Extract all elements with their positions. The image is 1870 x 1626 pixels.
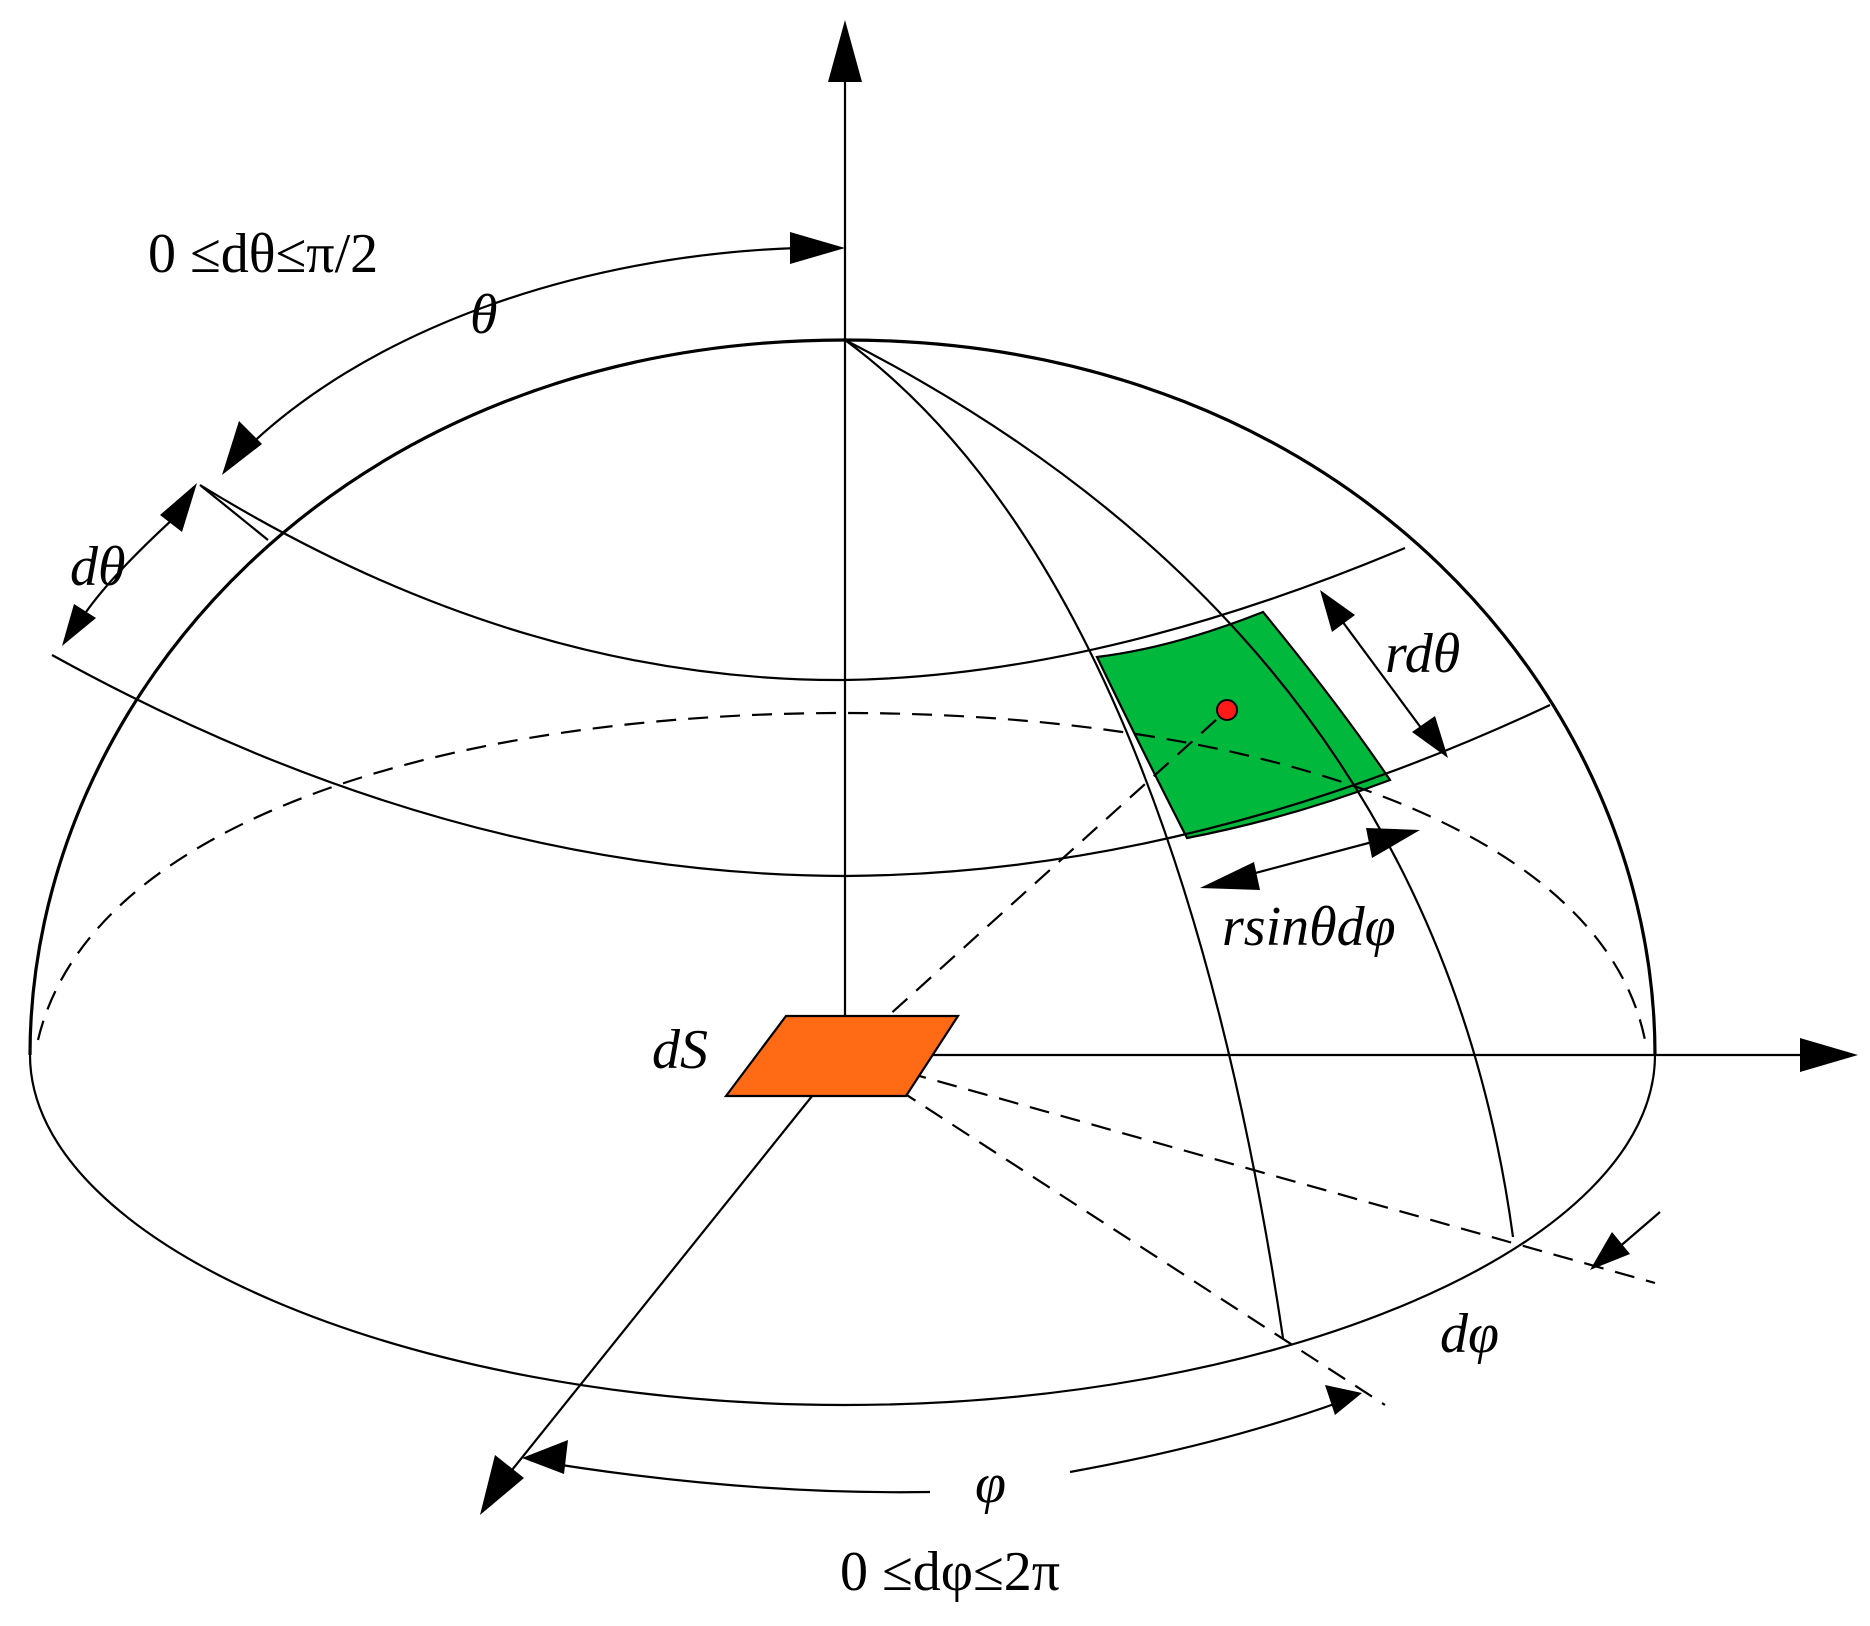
r-d-theta-dimension-line: [1327, 601, 1431, 741]
r-sin-theta-d-phi-arrowhead-left: [1200, 862, 1260, 890]
theta-arc-arrowhead-bottom: [222, 421, 262, 475]
d-phi-label: dφ: [1440, 1303, 1499, 1365]
phi-arc-arrowhead-right: [1325, 1385, 1362, 1415]
phi-arc-arrowhead-left: [522, 1440, 568, 1474]
surface-element-patch: [1095, 610, 1392, 840]
phi-label: φ: [975, 1453, 1006, 1515]
dashed-line-phi-2: [844, 1053, 1656, 1285]
d-theta-arrowhead-top: [160, 483, 197, 532]
dS-label: dS: [652, 1019, 708, 1081]
r-sin-theta-d-phi-label: rsinθdφ: [1222, 896, 1396, 958]
patch-center-point: [1216, 699, 1238, 721]
d-phi-arrowhead: [1590, 1232, 1630, 1270]
d-theta-label: dθ: [70, 536, 126, 598]
x-axis-arrowhead: [480, 1455, 524, 1515]
x-axis: [499, 1054, 846, 1486]
dashed-line-to-patch: [844, 709, 1228, 1056]
phi-arc-right: [1069, 1400, 1341, 1474]
d-theta-extension: [199, 484, 269, 541]
theta-arc-arrowhead-top: [790, 232, 845, 264]
dashed-line-phi-1: [844, 1054, 1386, 1406]
theta-range-label: 0 ≤dθ≤π/2: [148, 223, 378, 285]
meridian-line-2: [844, 339, 1515, 1238]
theta-arc: [232, 246, 799, 463]
r-d-theta-arrowhead-bottom: [1412, 716, 1448, 758]
theta-label: θ: [470, 284, 498, 346]
phi-arc-left: [529, 1458, 931, 1494]
z-axis-arrowhead: [828, 20, 862, 82]
r-d-theta-arrowhead-top: [1320, 590, 1355, 632]
area-element-dS: [723, 1014, 961, 1098]
d-theta-arrowhead-bottom: [62, 604, 96, 646]
meridian-line-1: [844, 339, 1285, 1339]
hemisphere-outline: [28, 338, 1657, 1056]
phi-range-label: 0 ≤dφ≤2π: [840, 1541, 1060, 1603]
base-ellipse-back: [36, 711, 1647, 1041]
y-axis-arrowhead: [1800, 1038, 1858, 1072]
r-sin-theta-d-phi-arrowhead-right: [1366, 828, 1420, 858]
base-ellipse-front: [28, 1054, 1657, 1407]
r-d-theta-label: rdθ: [1385, 623, 1460, 685]
